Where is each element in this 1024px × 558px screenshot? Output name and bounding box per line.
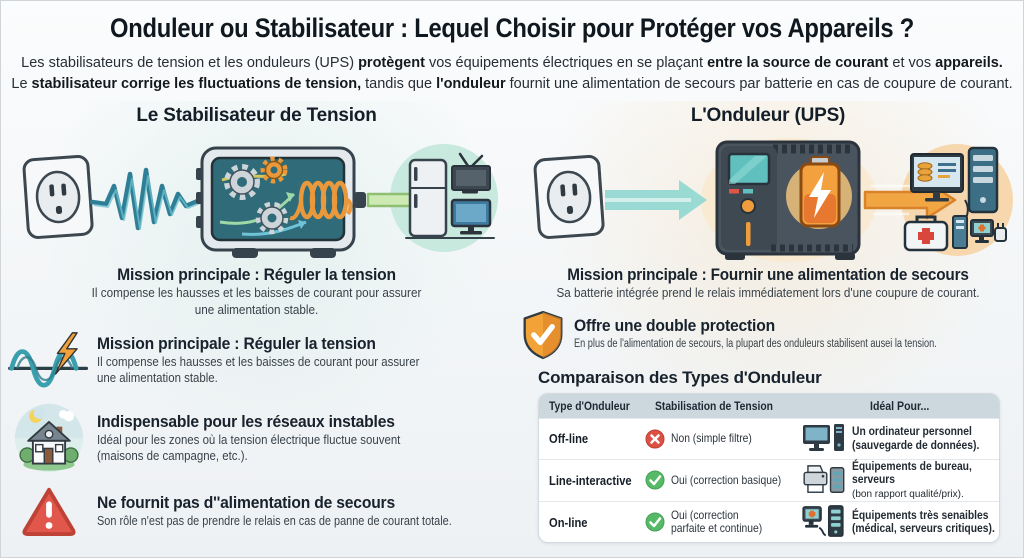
power-outlet-icon <box>22 155 94 239</box>
gear-icon <box>260 156 287 184</box>
ups-flow-illustration <box>533 138 1013 262</box>
stabilizer-device <box>195 146 366 258</box>
power-outlet-icon <box>533 155 605 239</box>
section-heading: Indispensable pour les réseaux instables <box>97 411 395 431</box>
intro-line-1: Les stabilisateurs de tension et les ond… <box>21 55 1003 71</box>
section-heading: Offre une double protection <box>574 316 775 336</box>
gear-icon <box>223 164 260 200</box>
printer-server-icon <box>803 465 845 494</box>
page-title: Onduleur ou Stabilisateur : Lequel Chois… <box>110 13 914 43</box>
appliances-icon <box>404 152 495 239</box>
desktop-pc-icon <box>803 423 844 451</box>
stabilizer-mission-icon-section: Mission principale : Réguler la tension … <box>1 331 512 389</box>
section-heading: Mission principale : Réguler la tension <box>117 265 396 284</box>
stabilization-value: Oui (correction basique) <box>671 472 782 487</box>
stabilization-value: Non (simple filtre) <box>671 430 752 445</box>
coil-icon <box>288 180 352 221</box>
country-house-icon <box>14 403 84 473</box>
cross-icon <box>645 429 665 448</box>
shield-check-icon <box>523 310 563 359</box>
section-description: Il compense les hausses et les baisses d… <box>97 353 420 386</box>
table-header-row: Type d'Onduleur Stabilisation de Tension… <box>539 393 999 418</box>
voltage-wave-icon <box>8 332 89 388</box>
medical-kit-icon <box>903 215 949 252</box>
col-header-stabilization: Stabilisation de Tension <box>655 398 773 413</box>
ideal-for-value: Un ordinateur personnel (sauvegarde de d… <box>852 424 980 452</box>
ideal-for-value: Équipements de bureau, serveurs (bon rap… <box>852 458 972 500</box>
double-protection-section: Offre une double protection En plus de l… <box>512 310 1023 360</box>
col-header-type: Type d'Onduleur <box>549 398 630 413</box>
ups-type-label: Line-interactive <box>549 472 632 488</box>
section-heading: Mission principale : Fournir une aliment… <box>567 265 969 284</box>
medical-server-icon <box>802 505 844 537</box>
no-backup-warning-section: Ne fournit pas d''alimentation de secour… <box>1 485 512 537</box>
table-row: Off-line Non (simple filtre) <box>539 417 999 459</box>
gear-icon <box>255 201 288 235</box>
col-header-ideal: Idéal Pour... <box>870 398 930 413</box>
ups-device <box>715 140 861 260</box>
ups-mission-section: Mission principale : Fournir une aliment… <box>512 265 1023 302</box>
ups-type-label: On-line <box>549 514 588 530</box>
stabilizer-column: Le Stabilisateur de Tension <box>1 101 512 539</box>
battery-icon <box>799 156 841 228</box>
stabilizer-mission-section: Mission principale : Réguler la tension … <box>1 265 512 318</box>
section-description: Sa batterie intégrée prend le relais imm… <box>556 285 980 300</box>
ups-column-title: L'Onduleur (UPS) <box>690 105 846 126</box>
section-description: En plus de l'alimentation de secours, la… <box>574 338 937 351</box>
intro-text: Les stabilisateurs de tension et les ond… <box>1 53 1023 95</box>
header: Onduleur ou Stabilisateur : Lequel Chois… <box>1 1 1023 95</box>
section-description: Idéal pour les zones où la tension élect… <box>97 431 401 464</box>
section-heading: Mission principale : Réguler la tension <box>97 333 376 353</box>
comparison-table-title: Comparaison des Types d'Onduleur <box>538 367 822 387</box>
stabilizer-column-title: Le Stabilisateur de Tension <box>136 105 377 126</box>
section-description: Son rôle n'est pas de prendre le relais … <box>97 512 452 528</box>
check-icon <box>645 470 665 490</box>
intro-line-2: Le stabilisateur corrige les fluctuation… <box>11 76 1013 92</box>
ideal-for-value: Équipements très senaibles (médical, ser… <box>852 507 995 535</box>
critical-equipment-icon <box>903 146 1007 252</box>
table-row: Line-interactive Oui (correction basique… <box>539 458 999 502</box>
stabilization-value: Oui (correction parfaite et continue) <box>671 507 763 535</box>
ups-column: L'Onduleur (UPS) <box>512 101 1023 543</box>
ups-comparison-table: Type d'Onduleur Stabilisation de Tension… <box>538 392 1000 543</box>
stabilizer-flow-illustration <box>22 144 498 258</box>
ups-type-label: Off-line <box>549 431 589 446</box>
unstable-grid-section: Indispensable pour les réseaux instables… <box>1 402 512 474</box>
section-description: Il compense les hausses et les baisses d… <box>91 285 422 317</box>
section-heading: Ne fournit pas d''alimentation de secour… <box>97 492 395 512</box>
unstable-current-wave <box>89 167 202 231</box>
warning-triangle-icon <box>22 487 76 537</box>
table-row: On-line Oui (correction parfaite et cont… <box>539 501 999 542</box>
check-icon <box>645 512 665 532</box>
